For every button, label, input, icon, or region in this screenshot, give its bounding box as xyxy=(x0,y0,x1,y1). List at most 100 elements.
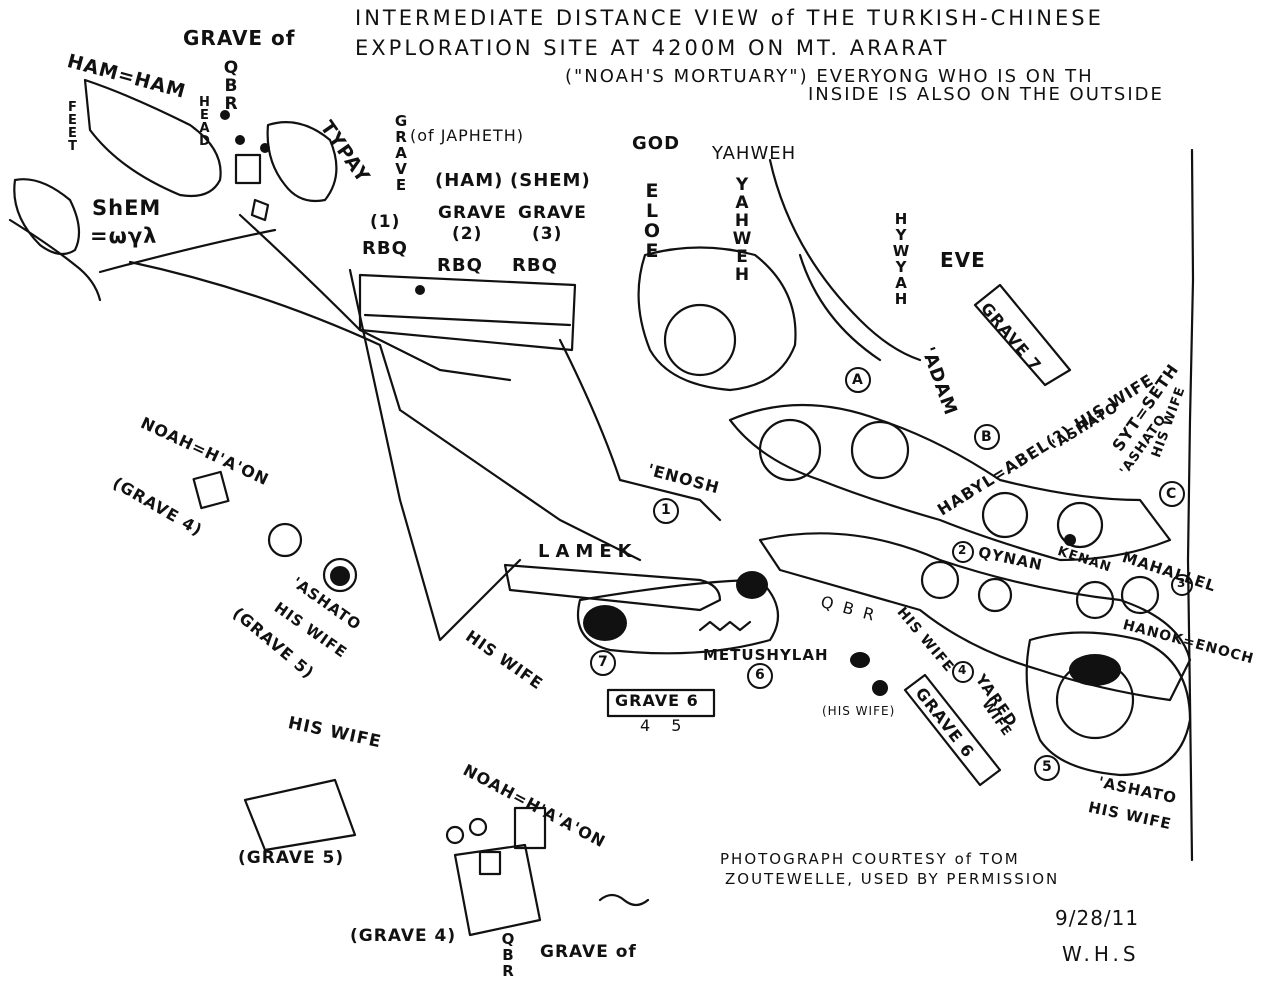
dark-fill-3 xyxy=(1069,654,1121,686)
metushylah-body xyxy=(576,578,780,655)
label-circle-c: C xyxy=(1166,486,1178,502)
circle-marker-1 xyxy=(653,498,679,524)
label-lamek: LAMEK xyxy=(538,541,638,562)
connector-line-4 xyxy=(348,268,522,642)
label-eve-vertical: HYWYAH xyxy=(892,210,910,306)
label-circle-6: 6 xyxy=(755,667,766,683)
header-line-3: ("NOAH'S MORTUARY") EVERYONG WHO IS ON T… xyxy=(565,66,1094,87)
label-yahweh-vertical: YAHWEH xyxy=(732,175,752,283)
circle-marker-6 xyxy=(747,663,773,689)
header-line-4: INSIDE IS ALSO ON THE OUTSIDE xyxy=(808,84,1164,105)
label-grave-of-top: GRAVE of xyxy=(183,26,296,50)
ashato-face-left xyxy=(322,557,358,593)
marker-dot-2 xyxy=(235,135,245,145)
face-circle-5 xyxy=(920,560,960,600)
dark-fill-6 xyxy=(330,566,350,586)
face-circle-2 xyxy=(758,418,822,482)
label-circle-4: 4 xyxy=(958,663,968,677)
shem-body-lower xyxy=(8,218,102,302)
shem-body-outline xyxy=(13,178,81,256)
label-qbr-top: QBR xyxy=(221,58,241,112)
label-ham-paren: (HAM) xyxy=(435,170,504,191)
stone-circle-2 xyxy=(468,817,488,837)
header-line-2: EXPLORATION SITE AT 4200M ON MT. ARARAT xyxy=(355,36,950,60)
face-circle-8 xyxy=(1120,575,1160,615)
label-shem: ShEM xyxy=(92,196,162,220)
noah-face-left xyxy=(267,522,303,558)
marker-dot-4 xyxy=(415,285,425,295)
label-num-1: (1) xyxy=(370,212,401,232)
label-shem-glyphs: =ωγλ xyxy=(90,224,158,248)
rbq-shelf xyxy=(358,273,577,352)
label-yahweh: YAHWEH xyxy=(712,143,797,164)
zigzag-mark xyxy=(698,620,752,632)
dark-fill-5 xyxy=(872,680,888,696)
label-grave-4-bottom: (GRAVE 4) xyxy=(350,926,457,946)
label-grave-45: GRAVE 6 xyxy=(615,691,699,710)
face-circle-1 xyxy=(850,420,910,480)
curve-arc-2 xyxy=(798,253,882,362)
connector-line-1 xyxy=(98,228,277,274)
label-num-3: (3) xyxy=(532,224,563,244)
ham-body-outline xyxy=(83,78,222,198)
right-border-line xyxy=(1186,148,1195,862)
circle-marker-a xyxy=(845,367,871,393)
label-circle-3: 3 xyxy=(1177,576,1187,590)
dark-fill-1 xyxy=(583,605,627,641)
label-circle-b: B xyxy=(981,429,993,445)
label-of-japheth: (of JAPHETH) xyxy=(410,126,524,145)
body-cluster-upper xyxy=(728,403,1172,562)
label-circle-5: 5 xyxy=(1042,759,1053,775)
label-grave-vertical: GRAVE xyxy=(392,112,410,192)
label-circle-2: 2 xyxy=(958,543,968,557)
label-circle-7: 7 xyxy=(598,654,609,670)
label-feet: FEET xyxy=(65,100,80,152)
face-circle-god xyxy=(663,303,737,377)
face-circle-3 xyxy=(981,491,1029,539)
marker-dot-3 xyxy=(260,143,270,153)
qbr-stone-square xyxy=(234,153,262,185)
label-grave-5-bottom: (GRAVE 5) xyxy=(238,848,345,868)
curve-arc-1 xyxy=(768,158,922,362)
grave4-slab xyxy=(453,843,542,937)
stone-circle-1 xyxy=(445,825,465,845)
header-line-1: INTERMEDIATE DISTANCE VIEW of THE TURKIS… xyxy=(355,6,1104,30)
label-date: 9/28/11 xyxy=(1055,906,1140,930)
label-rbq-2: RBQ xyxy=(437,255,483,276)
dark-fill-4 xyxy=(850,652,870,668)
circle-marker-b xyxy=(974,424,1000,450)
noah-stone-left xyxy=(192,470,230,510)
body-cluster-lower xyxy=(1025,631,1192,777)
circle-marker-c xyxy=(1159,481,1185,507)
face-circle-4 xyxy=(1056,501,1104,549)
japheth-figure-outline xyxy=(266,121,338,203)
label-circle-1: 1 xyxy=(661,502,672,518)
grave5-slab xyxy=(243,778,357,852)
label-grave-3: GRAVE xyxy=(518,203,587,223)
rbq-divider xyxy=(363,313,572,327)
label-his-wife-paren: (HIS WIFE) xyxy=(822,704,896,718)
label-grave-2: GRAVE xyxy=(438,203,507,223)
label-courtesy-1: PHOTOGRAPH COURTESY of TOM xyxy=(720,850,1020,868)
label-grave-of-bottom: GRAVE of xyxy=(540,942,637,962)
label-head: HEAD xyxy=(197,95,212,147)
circle-marker-4 xyxy=(952,661,974,683)
marker-dot-1 xyxy=(220,110,230,120)
label-god: GOD xyxy=(632,133,681,154)
qbr-stone-diamond xyxy=(250,198,270,222)
dark-fill-7 xyxy=(1064,534,1076,546)
lamek-body xyxy=(503,563,722,612)
circle-marker-3 xyxy=(1171,574,1193,596)
label-num-2: (2) xyxy=(452,224,483,244)
grave6-box xyxy=(903,673,1002,787)
label-eve: EVE xyxy=(940,248,986,272)
circle-marker-2 xyxy=(952,541,974,563)
connector-line-2 xyxy=(128,260,642,562)
connector-line-5 xyxy=(558,338,722,522)
label-initials: W.H.S xyxy=(1062,942,1140,966)
face-circle-6 xyxy=(977,577,1013,613)
dark-fill-2 xyxy=(736,571,768,599)
label-grave-45-sub: 4 5 xyxy=(640,716,690,735)
label-rbq-1: RBQ xyxy=(362,238,408,259)
